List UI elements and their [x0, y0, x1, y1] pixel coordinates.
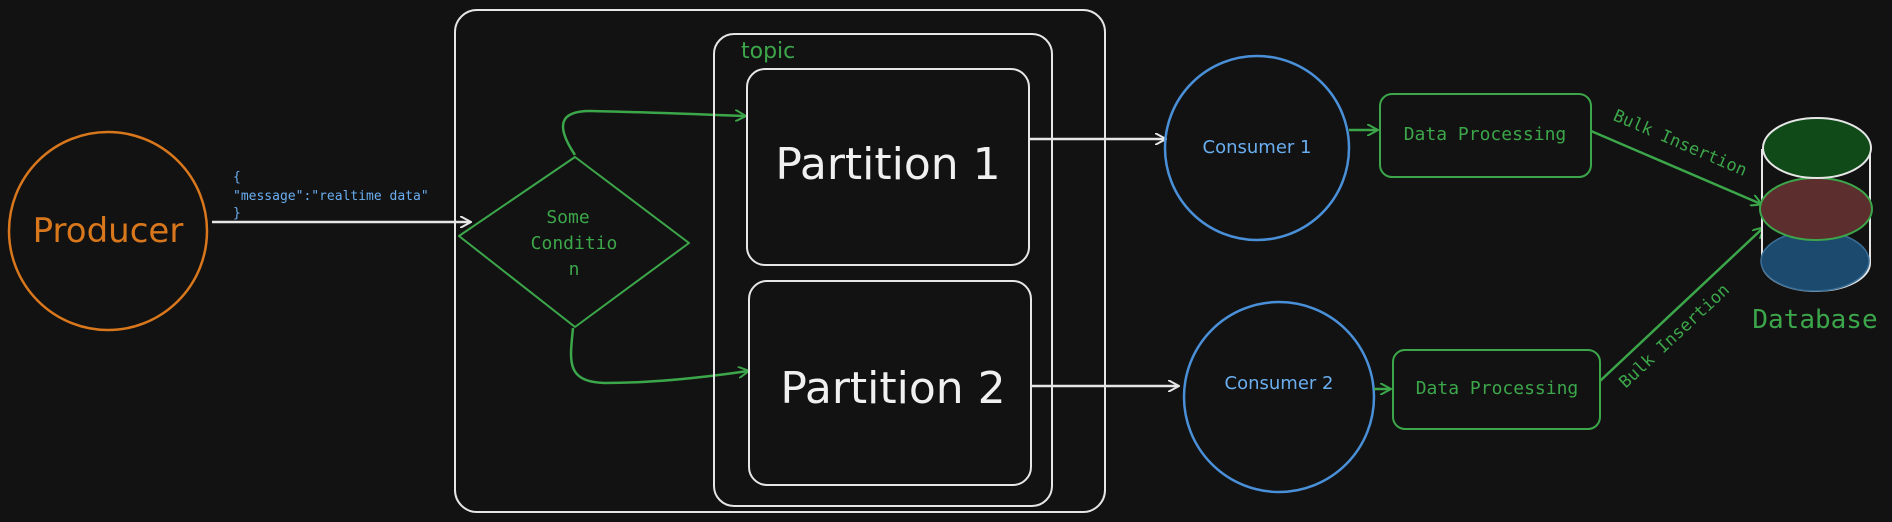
- data-processing-2-box: [1392, 349, 1601, 430]
- data-processing-1-label: Data Processing: [1404, 124, 1567, 145]
- database-top-segment: [1762, 117, 1872, 179]
- message-payload: { "message":"realtime data" }: [233, 170, 429, 221]
- partition-2-box: [748, 280, 1032, 486]
- producer-label: Producer: [33, 211, 184, 251]
- database-node: Database: [1752, 117, 1878, 335]
- data-processing-2-label: Data Processing: [1416, 378, 1579, 399]
- message-line-1: {: [233, 170, 241, 185]
- condition-diamond: [458, 156, 690, 328]
- topic-container: [713, 33, 1053, 507]
- bulk-insertion-1-arrow: [1590, 129, 1761, 204]
- condition-to-partition-2-arrow: [569, 327, 748, 385]
- producer-circle: [7, 130, 209, 332]
- condition-to-partition-1-arrow: [561, 111, 745, 156]
- data-processing-1-box: [1379, 93, 1592, 178]
- consumer-1-label: Consumer 1: [1203, 137, 1312, 158]
- partition-2: Partition 2: [748, 280, 1032, 486]
- condition-node: Some Conditio n: [458, 156, 690, 328]
- condition-line-1: Some: [546, 207, 589, 228]
- producer-node: Producer: [7, 130, 209, 332]
- condition-line-3: n: [569, 259, 580, 280]
- partition-1: Partition 1: [746, 68, 1030, 266]
- condition-line-2: Conditio: [531, 233, 618, 254]
- data-processing-2: Data Processing: [1392, 349, 1601, 430]
- bulk-insertion-2-arrow: [1599, 228, 1763, 382]
- consumer-2-circle: [1182, 300, 1376, 494]
- topic-label: topic: [741, 39, 795, 64]
- consumer-2: Consumer 2: [1182, 300, 1376, 494]
- message-line-3: }: [233, 206, 241, 221]
- database-label: Database: [1752, 305, 1877, 335]
- broker-container: [454, 9, 1106, 513]
- consumer-2-label: Consumer 2: [1225, 373, 1334, 394]
- partition-1-label: Partition 1: [775, 139, 1000, 190]
- partition-2-label: Partition 2: [780, 363, 1005, 414]
- consumer-1-circle: [1163, 54, 1351, 242]
- data-processing-1: Data Processing: [1379, 93, 1592, 178]
- database-middle-segment: [1759, 177, 1873, 241]
- bulk-insertion-2-label: Bulk Insertion: [1615, 280, 1733, 392]
- message-line-2: "message":"realtime data": [233, 189, 429, 204]
- partition-1-box: [746, 68, 1030, 266]
- consumer-1: Consumer 1: [1163, 54, 1351, 242]
